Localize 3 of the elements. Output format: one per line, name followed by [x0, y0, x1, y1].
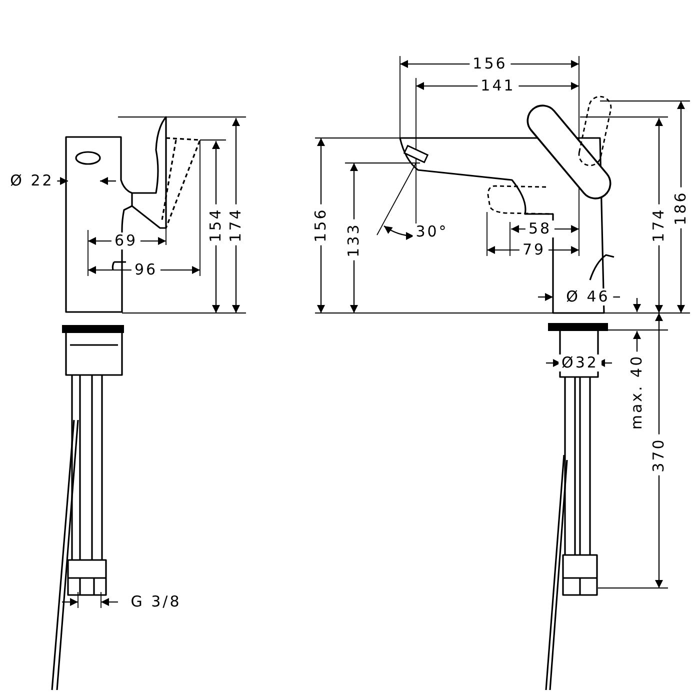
dimension-label: Ø32 [558, 354, 602, 372]
dimension-label: 69 [111, 232, 141, 250]
dimension-label: 58 [525, 220, 555, 238]
